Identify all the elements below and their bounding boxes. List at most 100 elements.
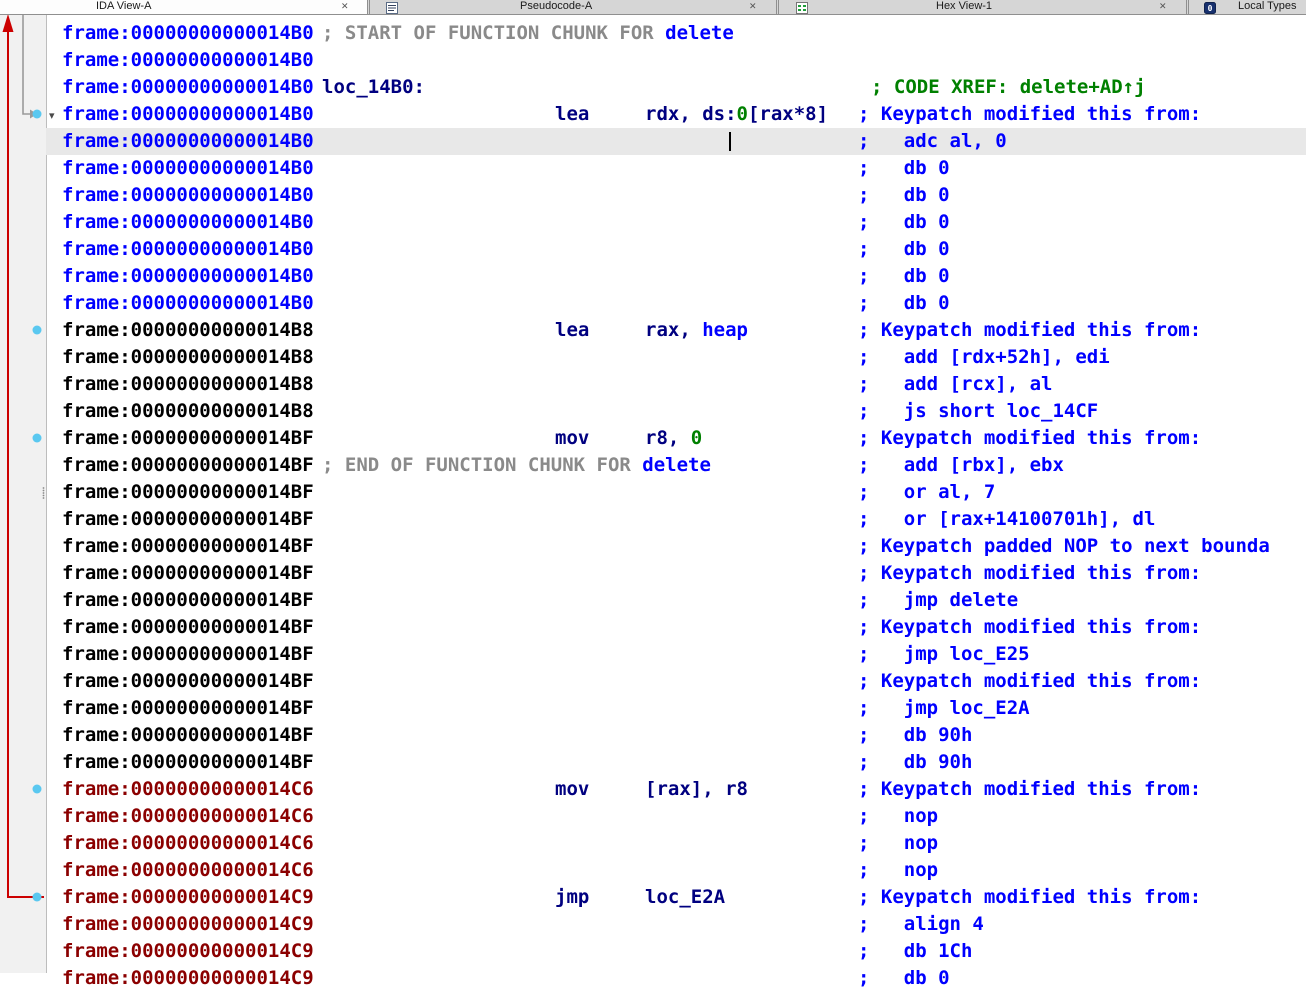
listing-line[interactable]: frame:00000000000014C6; nop xyxy=(46,803,1306,830)
text-cursor xyxy=(729,132,731,151)
address: frame:00000000000014BF xyxy=(62,724,314,746)
mnemonic: mov xyxy=(555,778,590,800)
listing-line[interactable]: frame:00000000000014C9; db 0 xyxy=(46,965,1306,992)
address: frame:00000000000014BF xyxy=(62,670,314,692)
listing-line[interactable]: frame:00000000000014BF; or al, 7 xyxy=(46,479,1306,506)
listing-line[interactable]: frame:00000000000014B0; db 0 xyxy=(46,263,1306,290)
listing-line[interactable]: frame:00000000000014B0; START OF FUNCTIO… xyxy=(46,20,1306,47)
comment: ; adc al, 0 xyxy=(858,130,1007,152)
comment: ; Keypatch modified this from: xyxy=(858,670,1202,692)
hex-view-icon xyxy=(796,1,808,19)
listing-line[interactable]: frame:00000000000014C6; nop xyxy=(46,857,1306,884)
tab-close-icon[interactable]: ✕ xyxy=(341,1,349,11)
comment: ; Keypatch modified this from: xyxy=(858,562,1202,584)
listing-line[interactable]: frame:00000000000014BF; END OF FUNCTION … xyxy=(46,452,1306,479)
listing-line[interactable]: frame:00000000000014B0 ; adc al, 0 xyxy=(46,128,1306,155)
listing-line[interactable]: frame:00000000000014B8 lea rax, heap ; Keyp… xyxy=(46,317,1306,344)
operands: r8, 0 xyxy=(645,427,703,449)
comment: ; db 0 xyxy=(858,967,950,989)
comment: ; nop xyxy=(858,832,939,854)
collapse-arrow-icon[interactable]: ▾ xyxy=(49,109,55,122)
mnemonic: mov xyxy=(555,427,590,449)
tab-close-icon[interactable]: ✕ xyxy=(749,1,757,11)
address: frame:00000000000014BF xyxy=(62,562,314,584)
comment: ; Keypatch modified this from: xyxy=(858,427,1202,449)
address: frame:00000000000014B8 xyxy=(62,400,314,422)
address: frame:00000000000014B8 xyxy=(62,346,314,368)
address: frame:00000000000014BF xyxy=(62,535,314,557)
tab-bar: IDA View-A ✕ Pseudocode-A ✕ Hex View-1 ✕… xyxy=(0,0,1306,15)
tab-close-icon[interactable]: ✕ xyxy=(1159,1,1167,11)
comment: ; Keypatch modified this from: xyxy=(858,886,1202,908)
address: frame:00000000000014B0 xyxy=(62,49,314,71)
comment: ; db 0 xyxy=(858,292,950,314)
listing-line[interactable]: frame:00000000000014BF; or [rax+14100701… xyxy=(46,506,1306,533)
tab-ida-view-a[interactable]: IDA View-A ✕ xyxy=(0,0,368,14)
comment: ; nop xyxy=(858,805,939,827)
listing-line[interactable]: frame:00000000000014BF; Keypatch padded … xyxy=(46,533,1306,560)
listing-line[interactable]: frame:00000000000014BF; jmp loc_E2A xyxy=(46,695,1306,722)
comment: ; jmp loc_E2A xyxy=(858,697,1030,719)
comment: ; add [rdx+52h], edi xyxy=(858,346,1110,368)
tab-local-types[interactable]: 0 Local Types xyxy=(1188,0,1306,14)
address: frame:00000000000014C9 xyxy=(62,940,314,962)
address: frame:00000000000014BF xyxy=(62,616,314,638)
address: frame:00000000000014C6 xyxy=(62,778,314,800)
address: frame:00000000000014BF xyxy=(62,427,314,449)
listing-line[interactable]: frame:00000000000014B8; add [rcx], al xyxy=(46,371,1306,398)
address: frame:00000000000014B0 xyxy=(62,211,314,233)
listing-line[interactable]: frame:00000000000014B0; db 0 xyxy=(46,182,1306,209)
listing-line[interactable]: frame:00000000000014BF ; Keypatch modifie… xyxy=(46,668,1306,695)
address: frame:00000000000014BF xyxy=(62,481,314,503)
listing-line[interactable]: frame:00000000000014C9 ; db 1Ch xyxy=(46,938,1306,965)
tab-pseudocode-a[interactable]: Pseudocode-A ✕ xyxy=(369,0,777,14)
address: frame:00000000000014B0 xyxy=(62,292,314,314)
tab-label: Pseudocode-A xyxy=(520,0,593,12)
operands: rax, heap xyxy=(645,319,748,341)
address: frame:00000000000014C9 xyxy=(62,913,314,935)
listing-line[interactable]: frame:00000000000014BF ; Keypatch modifie… xyxy=(46,560,1306,587)
listing-line[interactable]: frame:00000000000014BF; jmp loc_E25 xyxy=(46,641,1306,668)
listing-line[interactable]: frame:00000000000014BF; jmp delete xyxy=(46,587,1306,614)
address: frame:00000000000014B0 xyxy=(62,238,314,260)
comment: ; add [rcx], al xyxy=(858,373,1053,395)
address: frame:00000000000014B0 xyxy=(62,130,314,152)
comment: ; db 1Ch xyxy=(858,940,973,962)
listing-line[interactable]: frame:00000000000014BF mov r8, 0 ; Keypatch… xyxy=(46,425,1306,452)
address: frame:00000000000014B0 xyxy=(62,157,314,179)
listing-line[interactable]: frame:00000000000014B0; db 0 xyxy=(46,236,1306,263)
address: frame:00000000000014B8 xyxy=(62,319,314,341)
listing-line[interactable]: frame:00000000000014C6; nop xyxy=(46,830,1306,857)
comment: ; Keypatch modified this from: xyxy=(858,319,1202,341)
comment: ; jmp delete xyxy=(858,589,1019,611)
listing-line[interactable]: frame:00000000000014B0 xyxy=(46,47,1306,74)
listing-line[interactable]: frame:00000000000014B0; db 0 xyxy=(46,155,1306,182)
comment: ; db 90h xyxy=(858,724,973,746)
listing-line[interactable]: frame:00000000000014B8 ; add [rdx+52h], e… xyxy=(46,344,1306,371)
operands: loc_E2A xyxy=(645,886,726,908)
address: frame:00000000000014C9 xyxy=(62,886,314,908)
listing-line[interactable]: frame:00000000000014B0 ; db 0 xyxy=(46,290,1306,317)
tab-hex-view-1[interactable]: Hex View-1 ✕ xyxy=(778,0,1187,14)
listing-line[interactable]: frame:00000000000014BF; db 90h xyxy=(46,749,1306,776)
listing-line[interactable]: frame:00000000000014C9 ; align 4 xyxy=(46,911,1306,938)
comment: ; align 4 xyxy=(858,913,984,935)
svg-text:0: 0 xyxy=(1208,4,1213,13)
listing-line[interactable]: frame:00000000000014BF; Keypatch modifie… xyxy=(46,614,1306,641)
local-types-icon: 0 xyxy=(1204,1,1216,19)
listing-line[interactable]: frame:00000000000014B0; db 0 xyxy=(46,209,1306,236)
mnemonic: lea xyxy=(555,103,590,125)
label-comment: loc_14B0: xyxy=(322,76,425,98)
listing-line[interactable]: frame:00000000000014B8; js short loc_14C… xyxy=(46,398,1306,425)
comment: ; nop xyxy=(858,859,939,881)
listing-line[interactable]: frame:00000000000014BF ; db 90h xyxy=(46,722,1306,749)
mnemonic: lea xyxy=(555,319,590,341)
operands: rdx, ds:0[rax*8] xyxy=(645,103,829,125)
comment: ; Keypatch modified this from: xyxy=(858,103,1202,125)
tab-label: IDA View-A xyxy=(96,0,152,12)
